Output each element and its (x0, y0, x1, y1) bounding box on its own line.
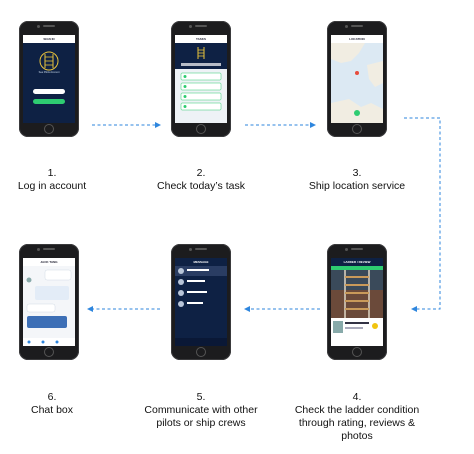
step-number: 4. (352, 391, 362, 403)
screen-title: MESSAGE (175, 258, 227, 266)
phone-chat: JACK TANG (19, 244, 79, 360)
screen-messages: MESSAGE (175, 258, 227, 346)
step-text: Ship location service (308, 180, 406, 192)
screen-title: TASKS (175, 35, 227, 43)
messages-content (175, 266, 227, 346)
step-number: 3. (352, 167, 362, 179)
ladder-photo (331, 270, 383, 318)
phone-ladder: LADDER / REVIEW (327, 244, 387, 360)
ladder-logo-icon (197, 47, 205, 59)
step-2-label: 2. Check today’s task (126, 167, 276, 193)
step-number: 6. (47, 391, 57, 403)
screen-login: SIGN IN Sea Pilots Account (23, 35, 75, 123)
ship-marker-icon (354, 110, 360, 116)
rating-star-icon (372, 323, 378, 329)
step-text-2: through rating, reviews & photos (298, 417, 416, 442)
step-number: 5. (196, 391, 206, 403)
location-pin-icon (355, 71, 359, 75)
camera (37, 24, 40, 28)
speaker (43, 248, 55, 250)
screen-location: LOCATION (331, 35, 383, 123)
forgot-button (33, 99, 65, 104)
camera (37, 247, 40, 251)
home-button (196, 347, 206, 357)
screen-title: JACK TANG (23, 258, 75, 266)
speaker (195, 248, 207, 250)
step-text: Chat box (30, 404, 74, 416)
camera (189, 24, 192, 28)
step-text-2: pilots or ship crews (156, 417, 246, 429)
ladder-logo-icon (39, 51, 59, 71)
speaker (195, 25, 207, 27)
step-text: Check the ladder condition (294, 404, 420, 416)
camera (345, 247, 348, 251)
step-number: 2. (196, 167, 206, 179)
home-button (352, 347, 362, 357)
speaker (43, 25, 55, 27)
step-number: 1. (47, 167, 57, 179)
login-content (33, 51, 65, 104)
ladder-content (331, 266, 383, 333)
step-text: Check today’s task (157, 180, 245, 192)
login-field (33, 89, 65, 94)
phone-location: LOCATION (327, 21, 387, 137)
screen-chat: JACK TANG (23, 258, 75, 346)
home-button (44, 124, 54, 134)
app-name: Sea Pilots Account (38, 71, 60, 74)
speaker (351, 248, 363, 250)
step-4-label: 4. Check the ladder condition through ra… (282, 391, 432, 443)
screen-tasks: TASKS (175, 35, 227, 123)
step-text: Log in account (17, 180, 87, 192)
home-button (44, 347, 54, 357)
home-button (196, 124, 206, 134)
phone-messages: MESSAGE (171, 244, 231, 360)
speaker (351, 25, 363, 27)
step-text: Communicate with other (144, 404, 258, 416)
camera (345, 24, 348, 28)
task-list (180, 72, 222, 111)
step-5-label: 5. Communicate with other pilots or ship… (126, 391, 276, 430)
home-button (352, 124, 362, 134)
screen-ladder: LADDER / REVIEW (331, 258, 383, 346)
screen-title: SIGN IN (23, 35, 75, 43)
arrow-3-to-4 (404, 117, 441, 312)
screen-title: LADDER / REVIEW (331, 258, 383, 266)
step-6-label: 6. Chat box (0, 391, 127, 417)
phone-tasks: TASKS (171, 21, 231, 137)
step-1-label: 1. Log in account (0, 167, 127, 193)
phone-login: SIGN IN Sea Pilots Account (19, 21, 79, 137)
chat-content (23, 269, 75, 346)
camera (189, 247, 192, 251)
step-3-label: 3. Ship location service (282, 167, 432, 193)
screen-title: LOCATION (331, 35, 383, 43)
tasks-content (175, 43, 227, 111)
map-content (331, 43, 383, 123)
